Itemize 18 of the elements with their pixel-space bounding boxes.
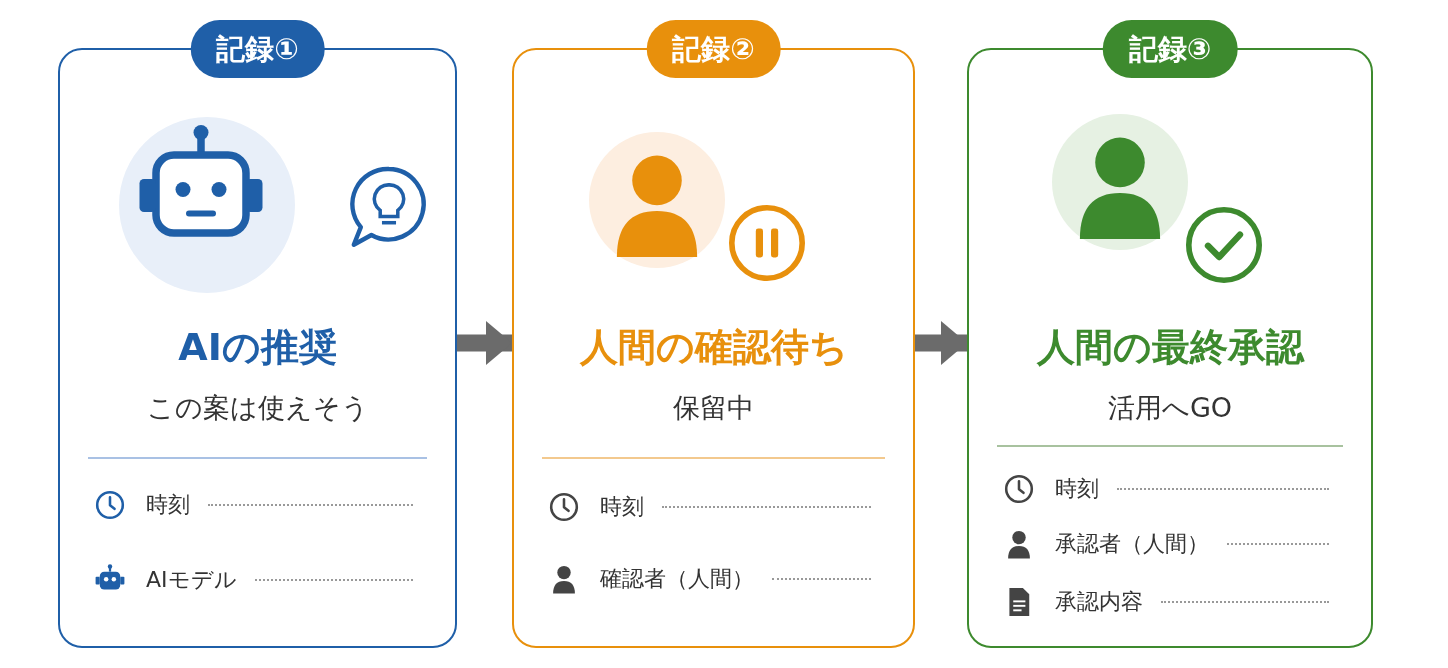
card-subtitle: 活用へGO <box>1107 391 1233 425</box>
card-subtitle: 保留中 <box>673 391 754 425</box>
field-label: 承認内容 <box>1055 588 1143 616</box>
card-title: 人間の確認待ち <box>579 324 848 371</box>
field-label: 承認者（人間） <box>1055 530 1209 558</box>
heading-badge: 記録③ <box>1102 20 1238 78</box>
field-label: 時刻 <box>146 491 190 519</box>
field-label: AIモデル <box>146 566 237 594</box>
arrow <box>457 321 512 365</box>
field-label: 時刻 <box>600 493 644 521</box>
card-subtitle: この案は使えそう <box>146 391 369 425</box>
card-title: 人間の最終承認 <box>1036 324 1304 371</box>
field-label: 時刻 <box>1055 475 1099 503</box>
arrow <box>915 321 967 365</box>
field-label: 確認者（人間） <box>600 565 754 593</box>
card-title: AIの推奨 <box>178 324 337 371</box>
heading-badge: 記録① <box>190 20 325 78</box>
heading-badge: 記録② <box>646 20 781 78</box>
